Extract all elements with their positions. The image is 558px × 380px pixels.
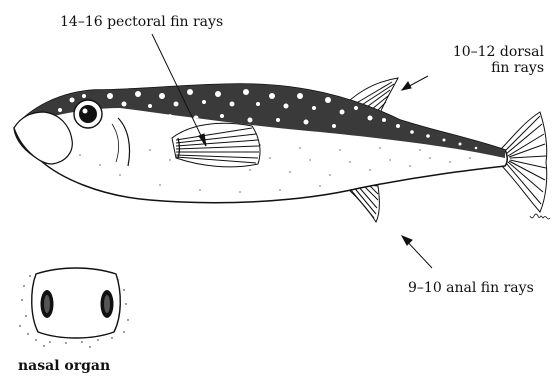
anal-arrowhead [402,236,412,245]
nasal-opening-right-inner [104,295,110,313]
pectoral-fin-rays-label: 14–16 pectoral fin rays [60,14,223,30]
dorsal-arrowhead [402,82,411,90]
dorsal-label-line1: 10–12 dorsal [416,44,544,60]
anal-fin-rays-label: 9–10 anal fin rays [408,280,534,296]
nasal-organ-caption: nasal organ [18,358,110,374]
dorsal-label-line2: fin rays [416,60,544,76]
fish-eye [74,100,102,128]
nasal-organ-inset [19,268,128,348]
artist-signature [530,214,550,219]
dorsal-fin-rays-label: 10–12 dorsal fin rays [416,44,544,76]
pectoral-fin [172,123,260,167]
nasal-opening-left-inner [44,295,50,313]
